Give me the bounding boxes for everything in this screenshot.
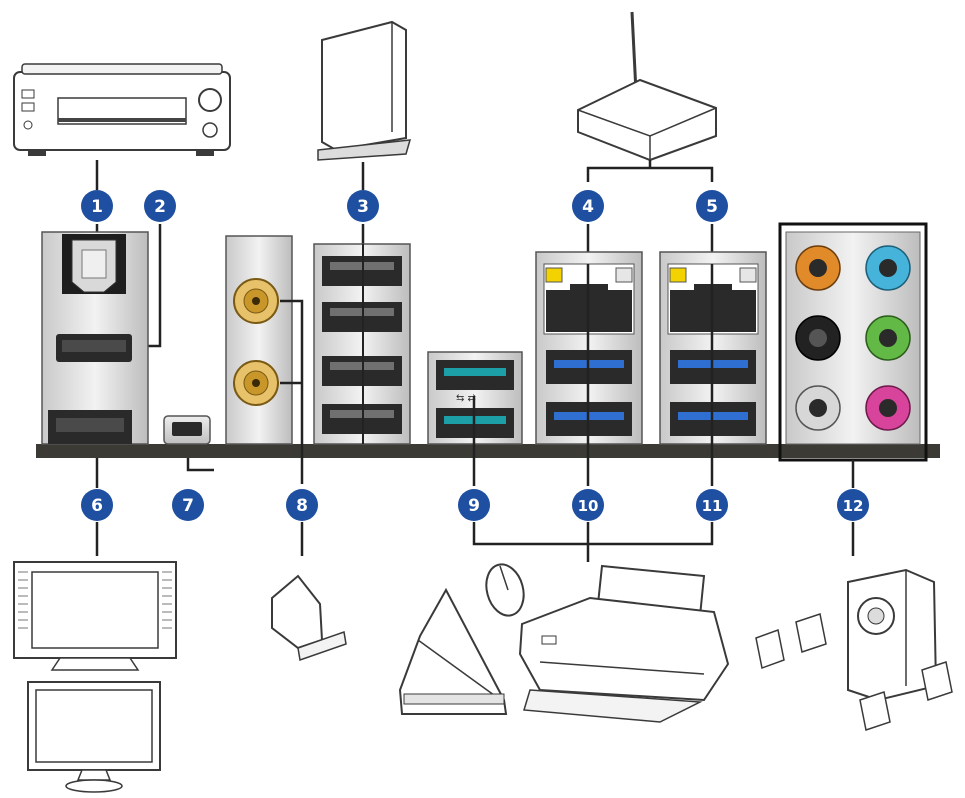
svg-text:⇆ ⇄: ⇆ ⇄ bbox=[456, 393, 476, 404]
badge-3: 3 bbox=[347, 190, 379, 222]
badge-11: 11 bbox=[696, 489, 728, 521]
wifi-antenna-ports bbox=[225, 235, 304, 484]
mouse-device bbox=[485, 563, 525, 617]
badge-6-text: 6 bbox=[91, 496, 103, 516]
usb3-port-stack: ⇆ ⇄ bbox=[427, 351, 523, 486]
scanner-device bbox=[398, 587, 508, 715]
wifi-antenna-device bbox=[271, 574, 347, 662]
number-badges: 1 2 3 4 5 6 7 8 9 10 11 12 bbox=[81, 190, 869, 521]
badge-12: 12 bbox=[837, 489, 869, 521]
audio-jack-blue bbox=[865, 245, 911, 291]
badge-12-text: 12 bbox=[843, 497, 864, 515]
lan-usb31-block-2 bbox=[659, 251, 767, 486]
badge-10: 10 bbox=[572, 489, 604, 521]
monitor-hdmi-device bbox=[27, 681, 161, 793]
audio-jack-pink bbox=[865, 385, 911, 431]
badge-2: 2 bbox=[144, 190, 176, 222]
connector-lines-bottom bbox=[95, 458, 855, 562]
speaker-system-device bbox=[755, 568, 953, 731]
external-drive-device bbox=[317, 20, 412, 161]
audio-jack-orange bbox=[795, 245, 841, 291]
badge-7-text: 7 bbox=[182, 496, 194, 516]
badge-8-text: 8 bbox=[296, 496, 308, 516]
badge-3-text: 3 bbox=[357, 197, 369, 217]
wireless-router-device bbox=[577, 11, 717, 162]
printer-device bbox=[518, 564, 730, 723]
badge-7: 7 bbox=[172, 489, 204, 521]
audio-jack-black bbox=[795, 315, 841, 361]
audio-jack-green bbox=[865, 315, 911, 361]
spdif-hdmi-displayport-block bbox=[41, 231, 149, 445]
lan-usb31-block-1 bbox=[535, 251, 643, 486]
av-receiver-device bbox=[13, 63, 231, 156]
monitor-displayport-device bbox=[13, 561, 177, 671]
badge-1: 1 bbox=[81, 190, 113, 222]
badge-11-text: 11 bbox=[702, 497, 723, 515]
badge-2-text: 2 bbox=[154, 197, 166, 217]
badge-6: 6 bbox=[81, 489, 113, 521]
usb2-port-stack bbox=[313, 243, 411, 445]
badge-4: 4 bbox=[572, 190, 604, 222]
badge-9-text: 9 bbox=[468, 496, 480, 516]
audio-jack-gray bbox=[795, 385, 841, 431]
motherboard-edge bbox=[36, 444, 940, 458]
badge-5: 5 bbox=[696, 190, 728, 222]
mini-port-block bbox=[163, 415, 214, 472]
badge-5-text: 5 bbox=[706, 197, 718, 217]
badge-4-text: 4 bbox=[582, 197, 594, 217]
audio-jack-panel bbox=[778, 222, 928, 462]
badge-9: 9 bbox=[458, 489, 490, 521]
badge-1-text: 1 bbox=[91, 197, 103, 217]
badge-8: 8 bbox=[286, 489, 318, 521]
badge-10-text: 10 bbox=[578, 497, 599, 515]
